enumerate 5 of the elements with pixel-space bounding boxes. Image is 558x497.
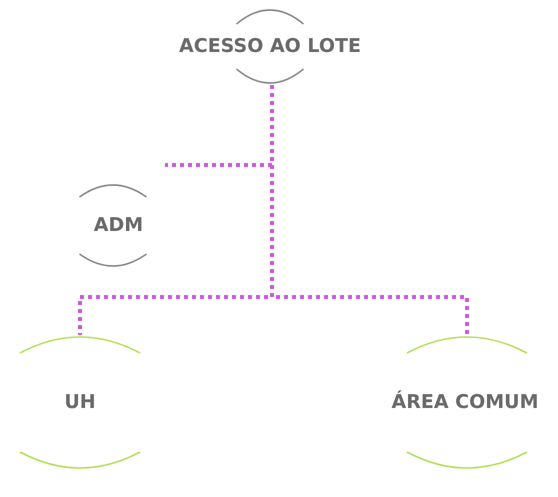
dotted-connector (270, 85, 469, 335)
node-label: ÁREA COMUM (390, 390, 540, 412)
node-label: ADM (92, 214, 144, 236)
node-label: ACESSO AO LOTE (178, 34, 362, 56)
node-label: UH (63, 390, 97, 412)
